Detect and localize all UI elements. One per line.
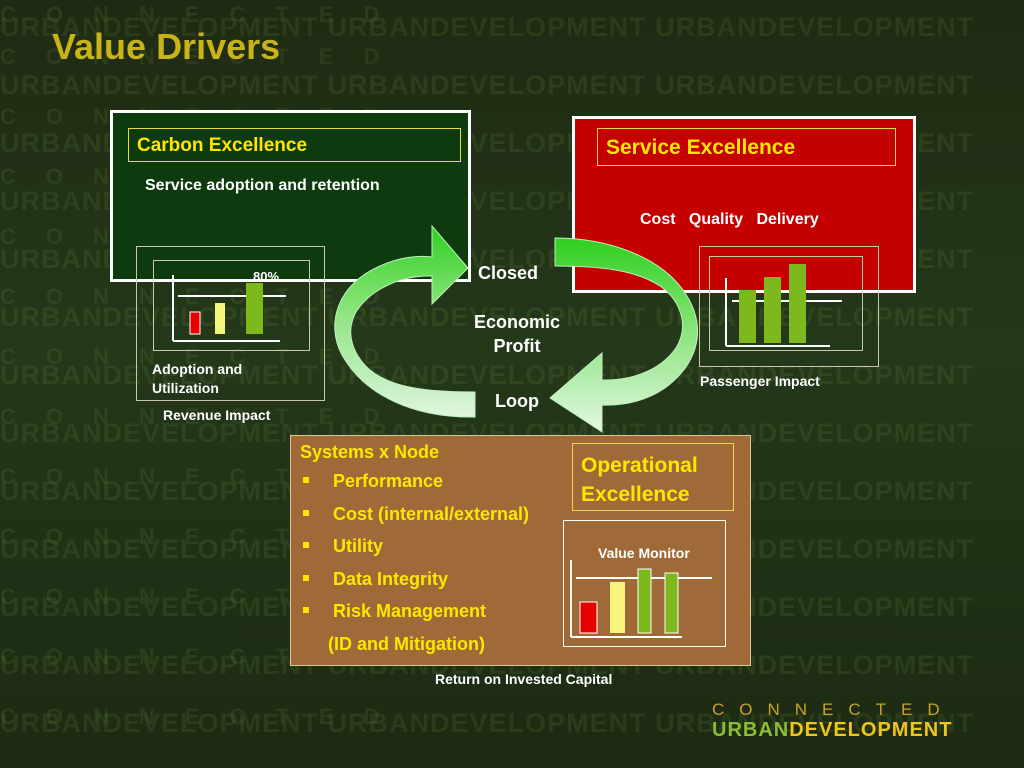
operational-excellence-header: Operational Excellence bbox=[581, 454, 698, 506]
service-excellence-header-box: Service Excellence bbox=[597, 128, 896, 166]
adoption-percent-label: 80% bbox=[253, 269, 280, 284]
watermark-connected-row: CONNECTED bbox=[0, 704, 410, 729]
passenger-bar-3 bbox=[789, 264, 806, 343]
adoption-caption: Adoption and Utilization bbox=[152, 361, 243, 396]
list-item: Cost (internal/external) bbox=[300, 504, 529, 537]
revenue-bar-green bbox=[246, 283, 263, 334]
roic-label: Return on Invested Capital bbox=[435, 671, 613, 687]
passenger-chart-box bbox=[699, 246, 879, 367]
closed-loop-arrow-right-icon bbox=[549, 237, 698, 433]
list-item: Risk Management bbox=[300, 601, 529, 634]
revenue-bar-red bbox=[189, 311, 201, 335]
carbon-excellence-panel bbox=[110, 110, 471, 282]
logo-line1: CONNECTED bbox=[712, 700, 955, 719]
revenue-chart-frame bbox=[153, 260, 310, 351]
value-bar-red bbox=[579, 601, 598, 634]
watermark-connected-row: CONNECTED bbox=[0, 344, 410, 369]
list-item: Performance bbox=[300, 471, 529, 504]
watermark-urban-row: URBANDEVELOPMENT URBANDEVELOPMENT URBAND… bbox=[0, 12, 975, 42]
revenue-chart-box: Adoption and Utilization bbox=[136, 246, 325, 401]
value-bar-yellow bbox=[610, 582, 625, 633]
closed-label: Closed bbox=[478, 263, 539, 283]
loop-label: Loop bbox=[495, 391, 539, 411]
systems-list-tail: (ID and Mitigation) bbox=[328, 633, 485, 654]
carbon-subtitle: Service adoption and retention bbox=[145, 177, 380, 194]
list-item: Utility bbox=[300, 536, 529, 569]
watermark-connected-row: CONNECTED bbox=[0, 2, 410, 27]
service-excellence-header: Service Excellence bbox=[606, 136, 796, 159]
value-monitor-title: Value Monitor bbox=[598, 545, 690, 561]
watermark-connected-row: CONNECTED bbox=[0, 404, 410, 429]
revenue-impact-label: Revenue Impact bbox=[163, 407, 271, 423]
connected-urban-development-logo: CONNECTED URBANDEVELOPMENT bbox=[712, 700, 955, 742]
passenger-chart-frame bbox=[709, 256, 863, 351]
revenue-bar-yellow bbox=[215, 303, 225, 334]
carbon-excellence-header-box: Carbon Excellence bbox=[128, 128, 461, 162]
list-item: Data Integrity bbox=[300, 569, 529, 602]
operational-excellence-header-box: Operational Excellence bbox=[572, 443, 734, 511]
passenger-bar-2 bbox=[764, 277, 781, 343]
watermark-connected-row: CONNECTED bbox=[0, 44, 410, 69]
watermark-urban-row: URBANDEVELOPMENT URBANDEVELOPMENT URBAND… bbox=[0, 70, 975, 100]
economic-profit-label: Economic Profit bbox=[473, 312, 561, 356]
logo-line2: URBANDEVELOPMENT bbox=[712, 719, 953, 741]
closed-loop-arrow-left-icon bbox=[334, 224, 476, 418]
passenger-bar-1 bbox=[739, 290, 756, 343]
systems-list-title: Systems x Node bbox=[300, 442, 440, 462]
value-bar-green-2 bbox=[664, 572, 679, 634]
service-metrics: Cost Quality Delivery bbox=[640, 211, 819, 228]
slide-title: Value Drivers bbox=[52, 26, 281, 67]
systems-list: Systems x Node Performance Cost (interna… bbox=[300, 442, 529, 655]
passenger-impact-label: Passenger Impact bbox=[700, 373, 820, 389]
value-bar-green-1 bbox=[637, 568, 652, 634]
carbon-excellence-header: Carbon Excellence bbox=[137, 135, 308, 156]
watermark-urban-row: URBANDEVELOPMENT URBANDEVELOPMENT URBAND… bbox=[0, 708, 975, 738]
